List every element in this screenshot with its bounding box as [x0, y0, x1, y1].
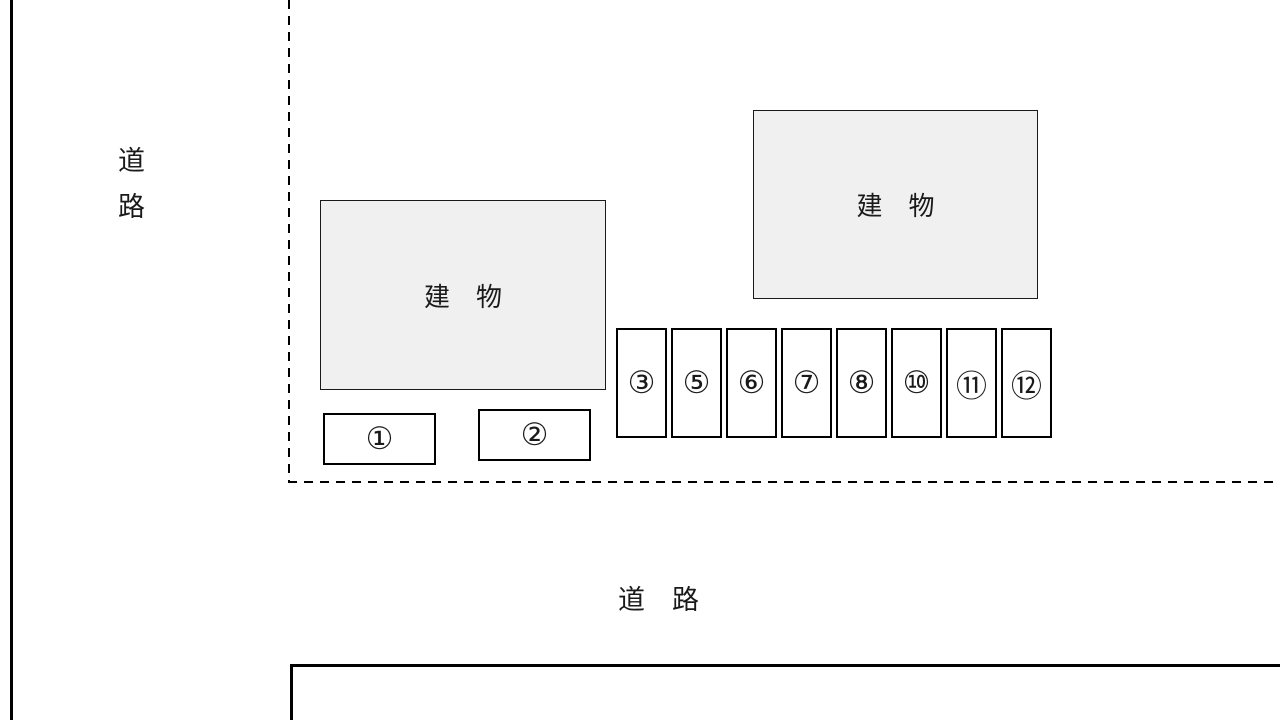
- parking-space-6: ⑥: [726, 328, 777, 438]
- parking-space-5-number: ⑤: [682, 365, 711, 401]
- property-boundary-dashed-vertical: [288, 0, 290, 483]
- parking-space-10: ⑩: [891, 328, 942, 438]
- left-road-label-char-2: 路: [118, 192, 145, 222]
- parking-space-1: ①: [323, 413, 436, 465]
- building-2: 建 物: [753, 110, 1038, 299]
- left-road-edge-line: [10, 0, 13, 720]
- left-road-label-char-1: 道: [118, 146, 145, 176]
- parking-space-12: ⑫: [1001, 328, 1052, 438]
- parking-space-2: ②: [478, 409, 591, 461]
- parking-space-12-number: ⑫: [1011, 368, 1042, 405]
- bottom-road-label: 道 路: [618, 585, 699, 615]
- parking-space-10-number: ⑩: [902, 365, 931, 401]
- building-2-label: 建 物: [856, 192, 935, 221]
- building-1-label: 建 物: [423, 282, 502, 312]
- parking-space-8-number: ⑧: [847, 365, 876, 401]
- parking-space-11-number: ⑪: [956, 368, 987, 405]
- parking-space-6-number: ⑥: [737, 365, 766, 401]
- parking-space-5: ⑤: [671, 328, 722, 438]
- parking-space-2-number: ②: [520, 417, 549, 453]
- building-1: 建 物: [320, 200, 606, 390]
- parking-space-7: ⑦: [781, 328, 832, 438]
- parking-space-3-number: ③: [627, 365, 656, 401]
- property-boundary-dashed-horizontal: [288, 481, 1280, 483]
- south-block-outline: [290, 664, 1280, 720]
- parking-space-3: ③: [616, 328, 667, 438]
- parking-space-8: ⑧: [836, 328, 887, 438]
- parking-space-1-number: ①: [365, 421, 394, 457]
- parking-space-11: ⑪: [946, 328, 997, 438]
- parking-space-7-number: ⑦: [792, 365, 821, 401]
- left-road-label: 道 路: [118, 148, 145, 221]
